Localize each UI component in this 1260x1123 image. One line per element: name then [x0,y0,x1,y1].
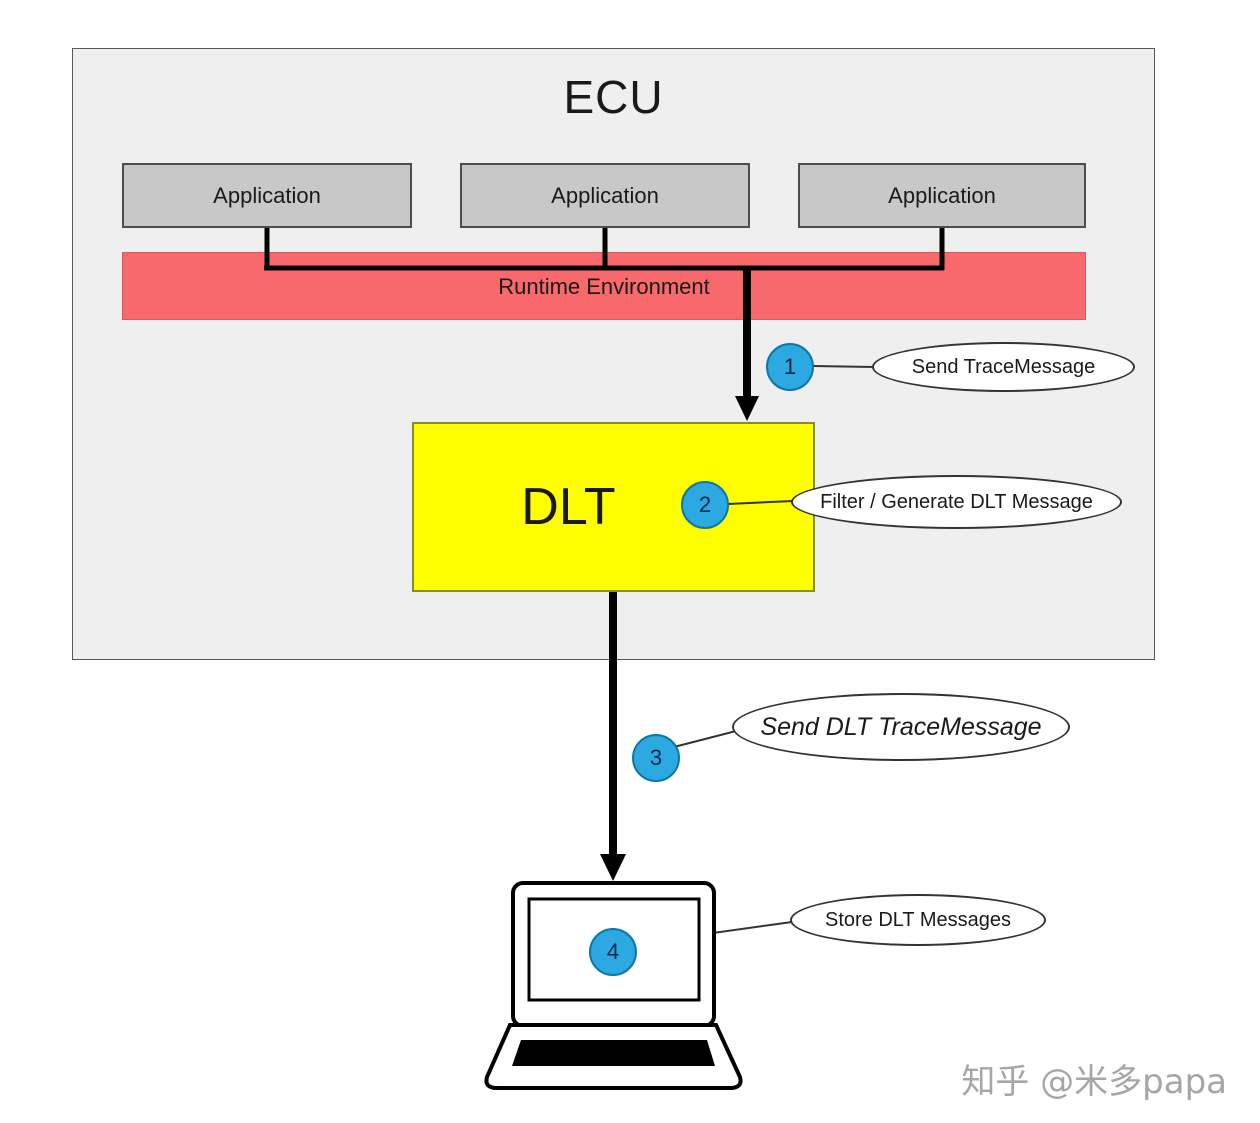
callout-filter-generate-dlt-message: Filter / Generate DLT Message [791,475,1122,529]
application-box-3: Application [798,163,1086,228]
application-label-2: Application [551,182,659,208]
step-circle-4: 4 [589,928,637,976]
laptop-base [484,1023,743,1090]
step-circle-1: 1 [766,343,814,391]
callout-line-3 [673,729,741,748]
watermark: 知乎 @米多papa [961,1062,1227,1102]
step-circle-2: 2 [681,481,729,529]
callout-send-dlt-tracemessage: Send DLT TraceMessage [732,693,1070,761]
callout-label-3: Send DLT TraceMessage [760,712,1042,741]
callout-label-2: Filter / Generate DLT Message [820,490,1093,513]
laptop-icon [484,881,743,1090]
laptop-keyboard [512,1040,715,1066]
callout-label-1: Send TraceMessage [911,355,1096,378]
application-label-1: Application [213,182,321,208]
application-box-1: Application [122,163,412,228]
step-number-2: 2 [698,492,712,517]
dlt-box: DLT [412,422,815,592]
step-circle-3: 3 [632,734,680,782]
callout-label-4: Store DLT Messages [824,908,1011,931]
callout-send-tracemessage: Send TraceMessage [872,342,1135,392]
step-number-3: 3 [649,745,663,770]
step-number-4: 4 [606,939,620,964]
dlt-label: DLT [521,478,616,536]
callout-line-4 [633,921,793,945]
runtime-environment-label: Runtime Environment [498,274,710,299]
callout-store-dlt-messages: Store DLT Messages [790,894,1046,946]
application-label-3: Application [888,182,996,208]
ecu-title: ECU [563,71,664,123]
application-box-2: Application [460,163,750,228]
step-number-1: 1 [783,354,797,379]
